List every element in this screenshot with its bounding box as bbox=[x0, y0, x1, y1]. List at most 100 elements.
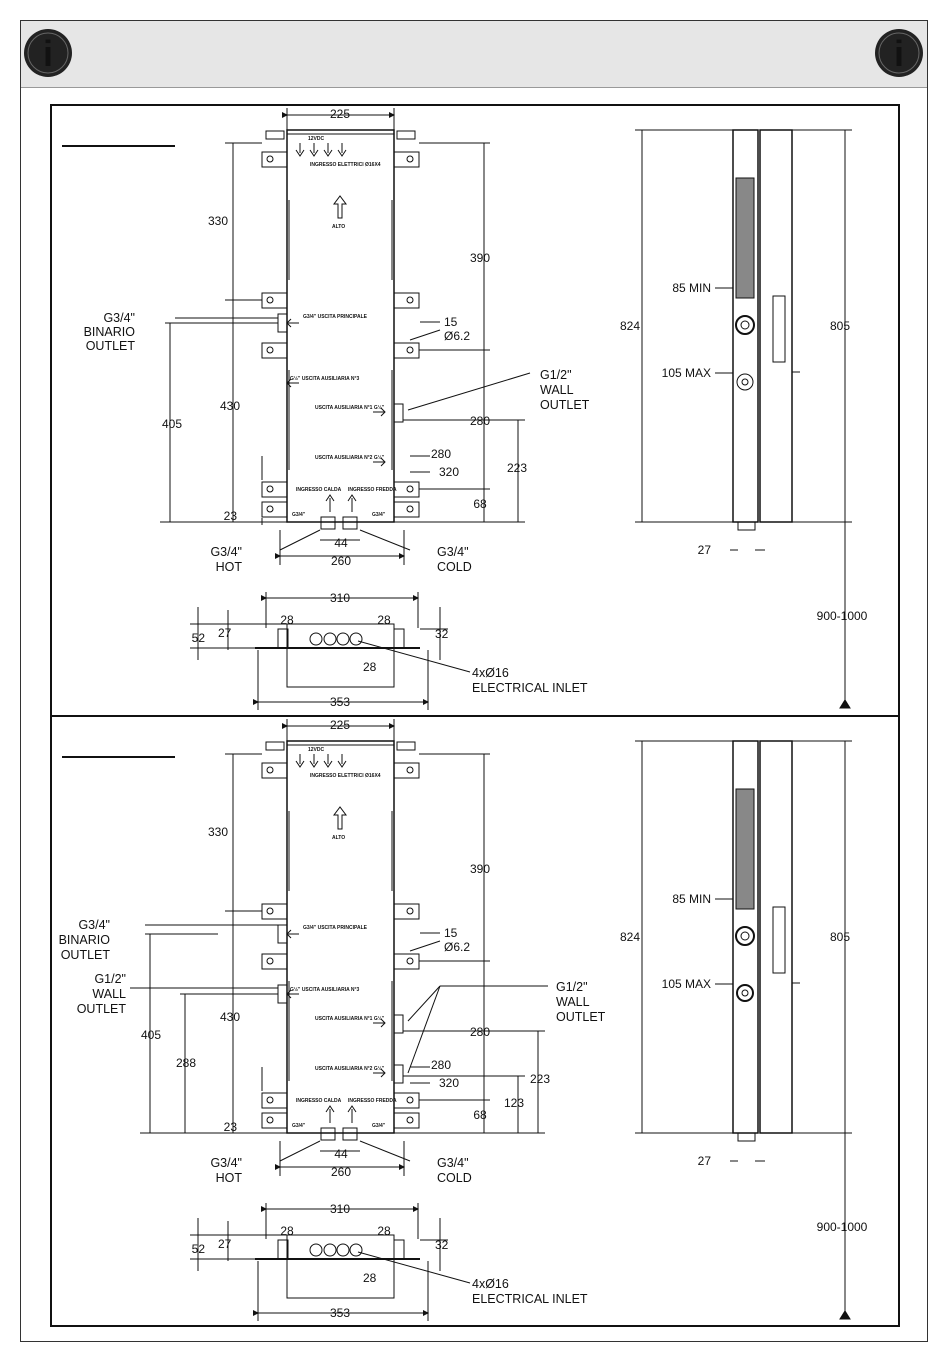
dim-15: 15 bbox=[444, 315, 458, 329]
dim-28c: 28 bbox=[363, 1271, 377, 1285]
label-cold-size: G3/4" bbox=[437, 1156, 469, 1170]
front-view-box bbox=[286, 740, 395, 1134]
label-outlet: OUTLET bbox=[556, 1010, 606, 1024]
dim-310: 310 bbox=[330, 1202, 350, 1216]
label-elec-inlet: ELECTRICAL INLET bbox=[472, 681, 588, 695]
dim-68: 68 bbox=[473, 1108, 487, 1122]
label-hot: HOT bbox=[216, 1171, 243, 1185]
dim-28a: 28 bbox=[280, 613, 294, 627]
label-cold: COLD bbox=[437, 1171, 472, 1185]
label-g12: G1/2" bbox=[556, 980, 588, 994]
dim-27: 27 bbox=[698, 543, 712, 557]
dim-floor-height: 900-1000 bbox=[817, 1220, 868, 1234]
dim-353: 353 bbox=[330, 695, 350, 709]
label-outlet: OUTLET bbox=[77, 1002, 127, 1016]
dim-824: 824 bbox=[620, 930, 640, 944]
header-band bbox=[21, 21, 927, 88]
dim-28b: 28 bbox=[377, 613, 391, 627]
dim-280b: 280 bbox=[431, 447, 451, 461]
dim-405: 405 bbox=[162, 417, 182, 431]
dim-28b: 28 bbox=[377, 1224, 391, 1238]
dim-width: 225 bbox=[330, 107, 350, 121]
dim-320: 320 bbox=[439, 465, 459, 479]
label-binario: BINARIO bbox=[84, 325, 136, 339]
label-g12: G1/2" bbox=[94, 972, 126, 986]
dim-430: 430 bbox=[220, 1010, 240, 1024]
dim-width: 225 bbox=[330, 718, 350, 732]
box-text: G3/4" bbox=[372, 1123, 386, 1129]
label-binario: BINARIO bbox=[59, 933, 111, 947]
dim-353: 353 bbox=[330, 1306, 350, 1320]
box-text: INGRESSO CALDA bbox=[296, 487, 342, 493]
dim-32: 32 bbox=[435, 1238, 449, 1252]
label-cold: COLD bbox=[437, 560, 472, 574]
box-text: G3/4" bbox=[292, 512, 306, 518]
dim-85: 85 MIN bbox=[672, 892, 711, 906]
dim-310: 310 bbox=[330, 591, 350, 605]
side-view bbox=[635, 129, 852, 709]
box-text: ALTO bbox=[332, 224, 345, 230]
label-elec-size: 4xØ16 bbox=[472, 666, 509, 680]
dim-405: 405 bbox=[141, 1028, 161, 1042]
box-text: G½" USCITA AUSILIARIA N°3 bbox=[290, 375, 360, 382]
dim-27b: 27 bbox=[218, 626, 232, 640]
box-text: G½" USCITA AUSILIARIA N°3 bbox=[290, 986, 360, 993]
dim-27: 27 bbox=[698, 1154, 712, 1168]
dim-280: 280 bbox=[470, 1025, 490, 1039]
bottom-view bbox=[190, 1203, 471, 1321]
box-text: G3/4" bbox=[372, 512, 386, 518]
dim-44: 44 bbox=[334, 536, 348, 550]
dim-320: 320 bbox=[439, 1076, 459, 1090]
label-g12: G1/2" bbox=[540, 368, 572, 382]
dim-330: 330 bbox=[208, 825, 228, 839]
box-text: 12VDC bbox=[308, 136, 325, 142]
dim-223: 223 bbox=[507, 461, 527, 475]
dim-805: 805 bbox=[830, 930, 850, 944]
box-text: INGRESSO FREDDA bbox=[348, 1098, 397, 1104]
box-text: G3/4" USCITA PRINCIPALE bbox=[303, 314, 368, 320]
label-hot: HOT bbox=[216, 560, 243, 574]
box-text: INGRESSO ELETTRICI Ø16X4 bbox=[310, 773, 381, 779]
dim-223: 223 bbox=[530, 1072, 550, 1086]
dim-390: 390 bbox=[470, 862, 490, 876]
panel-2-texts: 225 330 430 405 288 390 280 223 123 68 1… bbox=[59, 718, 868, 1320]
info-icon: i bbox=[24, 29, 72, 77]
dim-390: 390 bbox=[470, 251, 490, 265]
panel-1 bbox=[62, 108, 852, 710]
panel-2 bbox=[62, 719, 852, 1321]
box-text: INGRESSO ELETTRICI Ø16X4 bbox=[310, 162, 381, 168]
dim-68: 68 bbox=[473, 497, 487, 511]
dim-280b: 280 bbox=[431, 1058, 451, 1072]
svg-text:i: i bbox=[894, 33, 904, 74]
label-g34: G3/4" bbox=[78, 918, 110, 932]
dim-824: 824 bbox=[620, 319, 640, 333]
front-view-box bbox=[286, 129, 395, 523]
svg-text:i: i bbox=[43, 33, 53, 74]
box-text: INGRESSO CALDA bbox=[296, 1098, 342, 1104]
dim-805: 805 bbox=[830, 319, 850, 333]
dim-52: 52 bbox=[192, 631, 206, 645]
label-hot-size: G3/4" bbox=[210, 1156, 242, 1170]
dim-28c: 28 bbox=[363, 660, 377, 674]
box-text: 12VDC bbox=[308, 747, 325, 753]
mounting-brackets bbox=[261, 130, 420, 518]
label-outlet: OUTLET bbox=[540, 398, 590, 412]
dim-32: 32 bbox=[435, 627, 449, 641]
label-elec-size: 4xØ16 bbox=[472, 1277, 509, 1291]
dim-280: 280 bbox=[470, 414, 490, 428]
dim-288: 288 bbox=[176, 1056, 196, 1070]
box-text: USCITA AUSILIARIA N°2 G½" bbox=[315, 1065, 385, 1072]
label-wall: WALL bbox=[540, 383, 574, 397]
dim-260: 260 bbox=[331, 1165, 351, 1179]
dim-260: 260 bbox=[331, 554, 351, 568]
label-outlet: OUTLET bbox=[86, 339, 136, 353]
dim-28a: 28 bbox=[280, 1224, 294, 1238]
dim-430: 430 bbox=[220, 399, 240, 413]
bottom-view bbox=[190, 592, 471, 710]
label-g34: G3/4" bbox=[103, 311, 135, 325]
page-border bbox=[20, 20, 928, 1342]
dim-hole: Ø6.2 bbox=[444, 329, 470, 343]
label-elec-inlet: ELECTRICAL INLET bbox=[472, 1292, 588, 1306]
dim-105: 105 MAX bbox=[662, 977, 711, 991]
